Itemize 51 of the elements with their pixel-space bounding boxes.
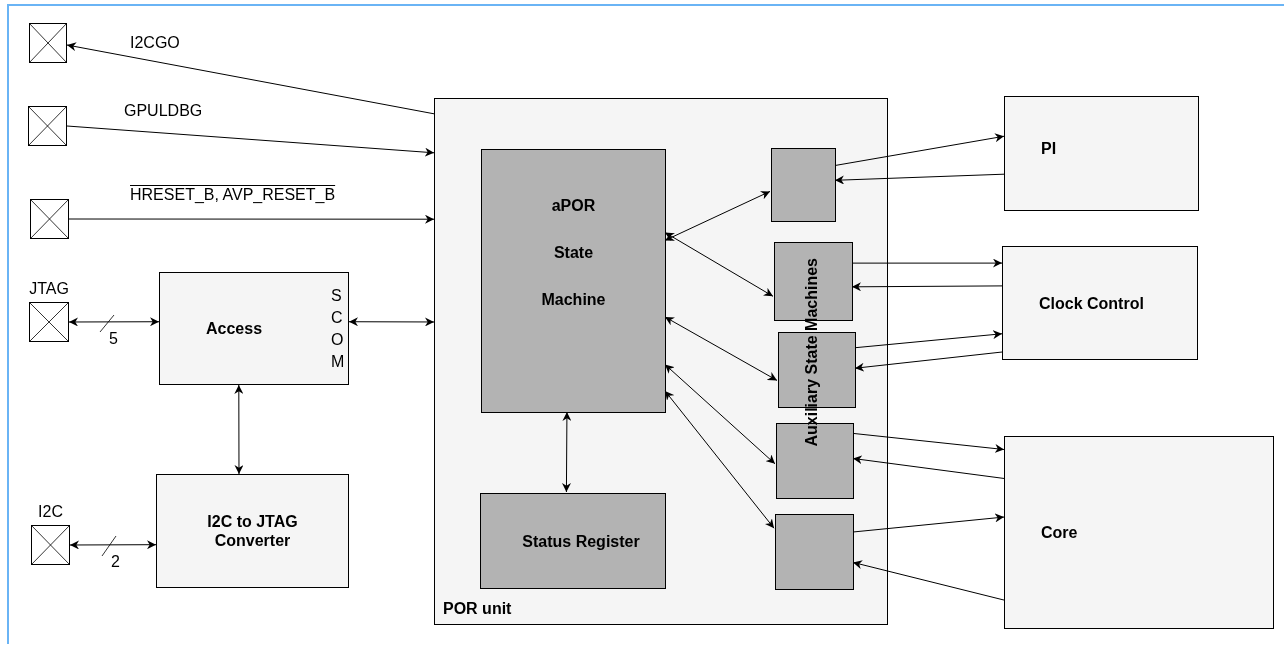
arrow [68, 317, 160, 327]
arrow [852, 455, 1005, 479]
arrow [68, 214, 435, 224]
arrow [664, 390, 775, 529]
pad-label: I2C [38, 503, 63, 521]
state-machine-block [771, 148, 836, 222]
signal-label: GPULDBG [124, 102, 203, 120]
arrow [66, 42, 435, 115]
unit-block [434, 98, 888, 625]
block-title: POR unit [443, 600, 512, 618]
signal-label: 5 [109, 330, 118, 348]
group-label: Auxiliary State Machines [803, 258, 821, 447]
state-machine-block [775, 514, 854, 590]
block [1004, 436, 1274, 629]
arrow [852, 513, 1005, 533]
block-label: Machine [541, 290, 606, 309]
arrow [834, 133, 1005, 166]
arrow [851, 282, 1003, 292]
arrow [854, 351, 1003, 372]
block-label: Clock Control [1039, 293, 1144, 313]
signal-label: 2 [111, 553, 120, 571]
arrow [69, 540, 157, 550]
arrow [664, 316, 778, 381]
block-label: aPOR [551, 196, 596, 215]
arrow [664, 190, 771, 241]
arrow [234, 384, 244, 475]
block-label: PI [1041, 139, 1057, 158]
block-label: Status Register [522, 531, 640, 551]
arrow [834, 173, 1005, 185]
block-label: I2C to JTAG Converter [206, 512, 299, 550]
arrow [851, 258, 1003, 268]
arrow [348, 317, 435, 327]
arrow [562, 411, 572, 493]
signal-label: HRESET_B, AVP_RESET_B [130, 186, 336, 204]
block-label: Access [206, 319, 263, 338]
block [156, 474, 349, 588]
block [480, 493, 666, 589]
block [1004, 96, 1199, 211]
arrow [852, 432, 1005, 454]
state-machine-block [481, 149, 666, 413]
block [159, 272, 349, 385]
arrow [854, 330, 1003, 349]
arrow [664, 232, 774, 297]
block-label: Core [1041, 523, 1078, 542]
block-label: State [553, 243, 594, 262]
signal-label: I2CGO [130, 34, 180, 52]
arrow [66, 125, 435, 157]
arrow [664, 364, 776, 465]
arrow [852, 560, 1005, 601]
block [1002, 246, 1198, 360]
pad-label: JTAG [29, 280, 69, 298]
